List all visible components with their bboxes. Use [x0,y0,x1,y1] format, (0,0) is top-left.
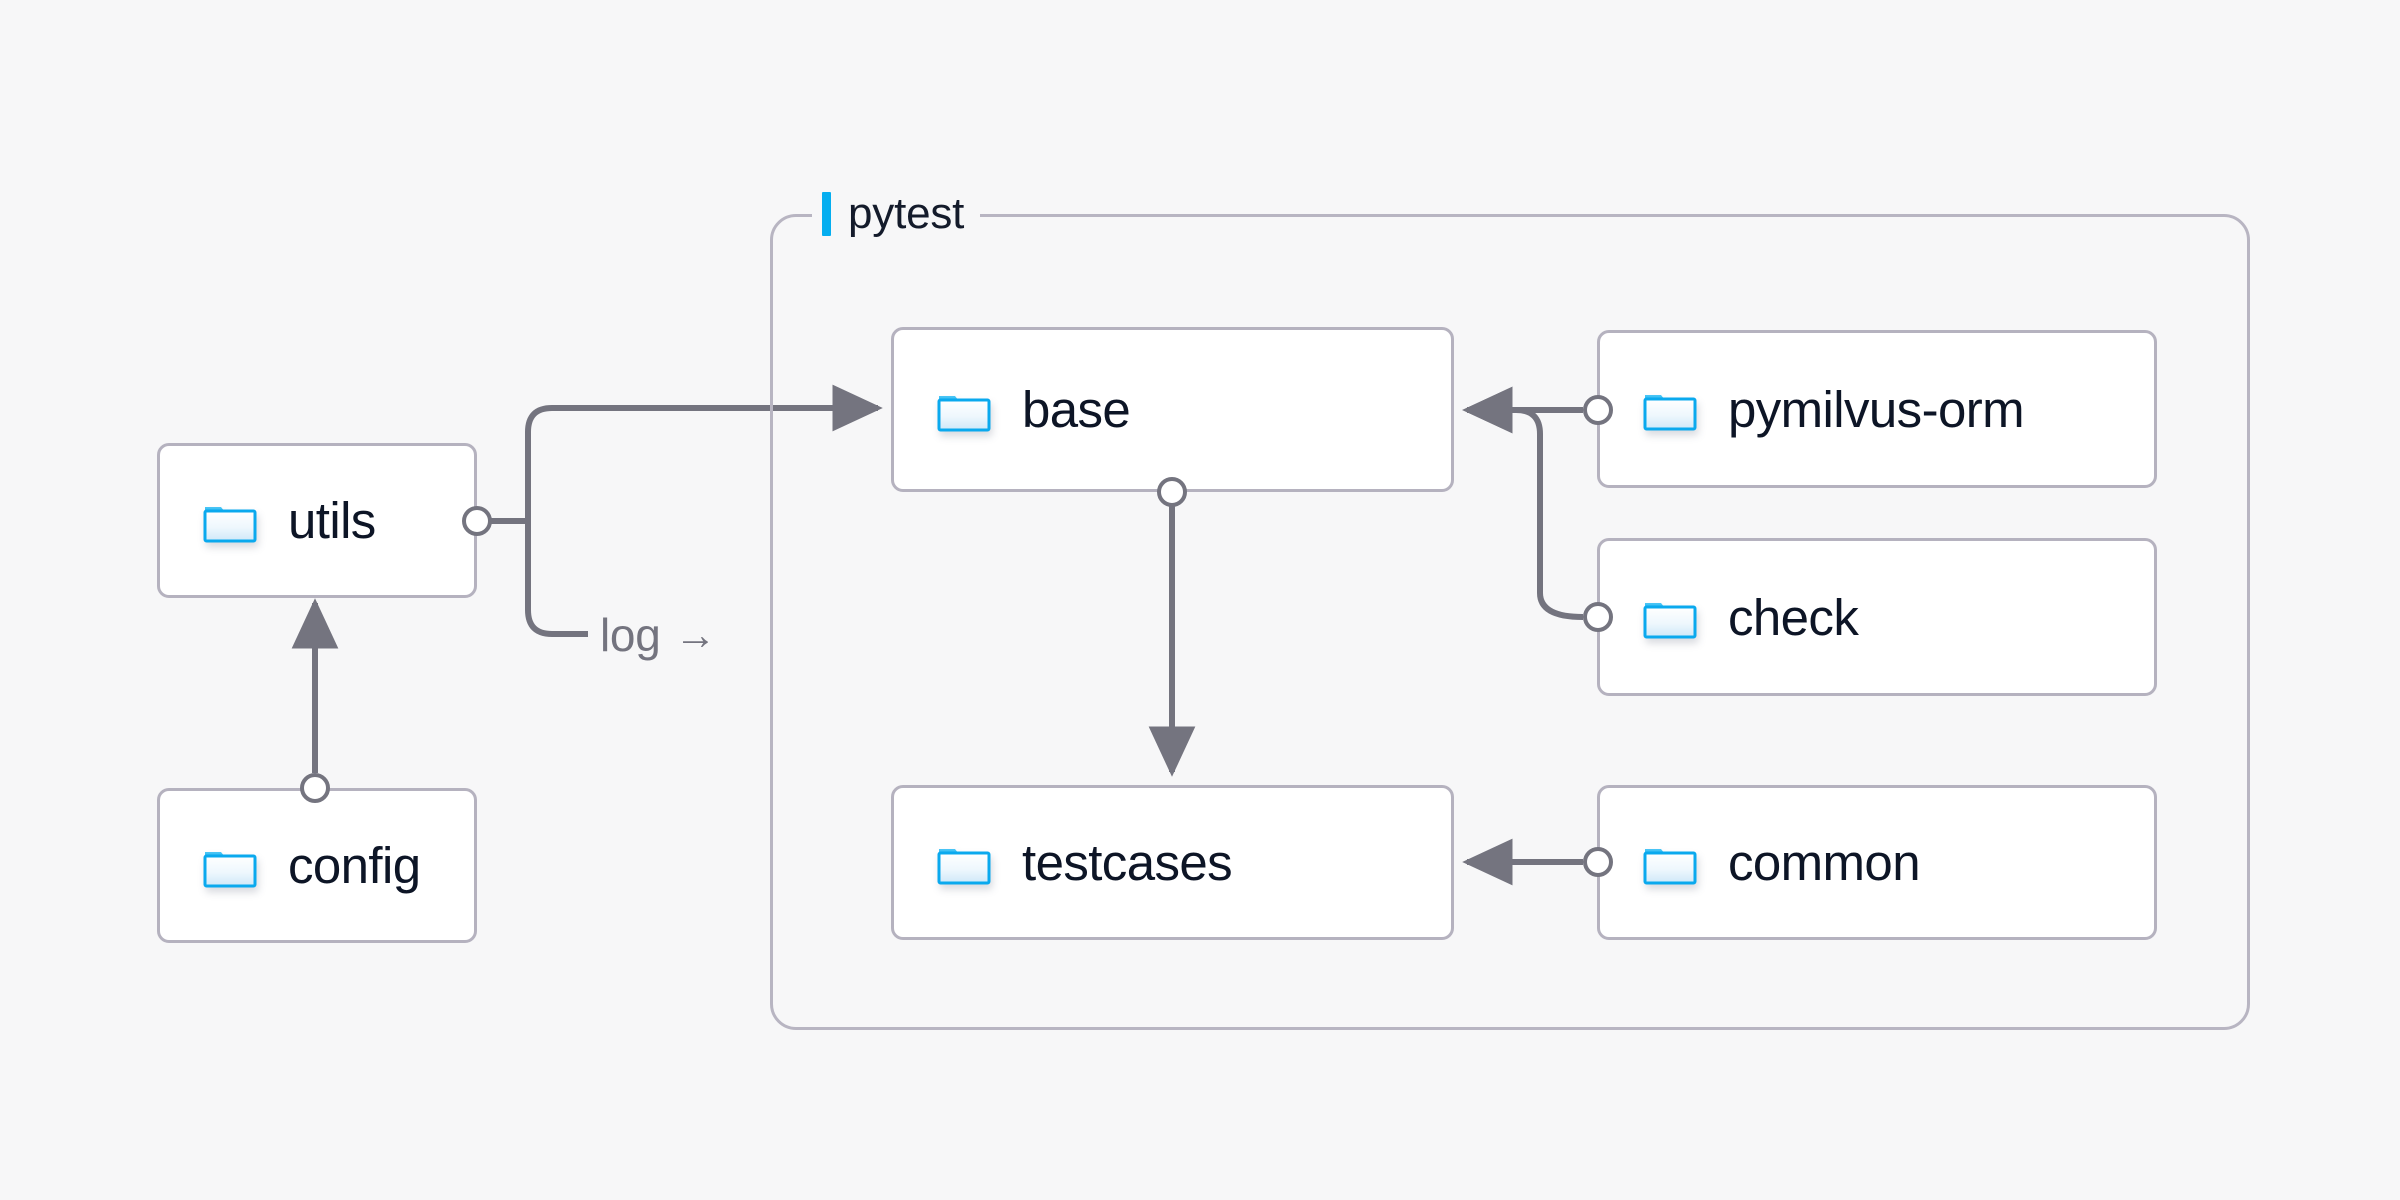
node-label-utils: utils [288,492,376,549]
node-label-testcases: testcases [1022,834,1233,891]
node-label-base: base [1022,381,1131,438]
node-pymilvus-orm[interactable]: pymilvus-orm [1597,330,2157,488]
folder-icon [1643,603,1697,639]
group-accent-bar [822,192,831,236]
node-check[interactable]: check [1597,538,2157,696]
node-common[interactable]: common [1597,785,2157,940]
port-base-bottom[interactable] [1157,477,1187,507]
arrow-right-icon: → [674,611,717,658]
folder-icon [937,395,991,431]
folder-icon [1643,395,1697,431]
node-testcases[interactable]: testcases [891,785,1454,940]
node-config[interactable]: config [157,788,477,943]
node-base[interactable]: base [891,327,1454,492]
folder-icon [203,506,257,542]
pytest-group-container [770,214,2250,1030]
port-utils-right[interactable] [462,506,492,536]
folder-icon [203,851,257,887]
node-label-config: config [288,837,421,894]
node-label-common: common [1728,834,1921,891]
port-check-left[interactable] [1583,602,1613,632]
folder-icon [937,848,991,884]
port-pymilvus-orm-left[interactable] [1583,395,1613,425]
edge-label-log: log → [600,609,717,661]
node-utils[interactable]: utils [157,443,477,598]
edge-label-log-text: log [600,609,661,661]
folder-icon [1643,848,1697,884]
pytest-group-label: pytest [812,185,981,243]
port-common-left[interactable] [1583,847,1613,877]
port-config-top[interactable] [300,773,330,803]
group-title-text: pytest [848,189,965,238]
edge-utils-log-branch [525,521,588,637]
node-label-pymilvus-orm: pymilvus-orm [1728,380,2025,438]
node-label-check: check [1728,588,1859,646]
